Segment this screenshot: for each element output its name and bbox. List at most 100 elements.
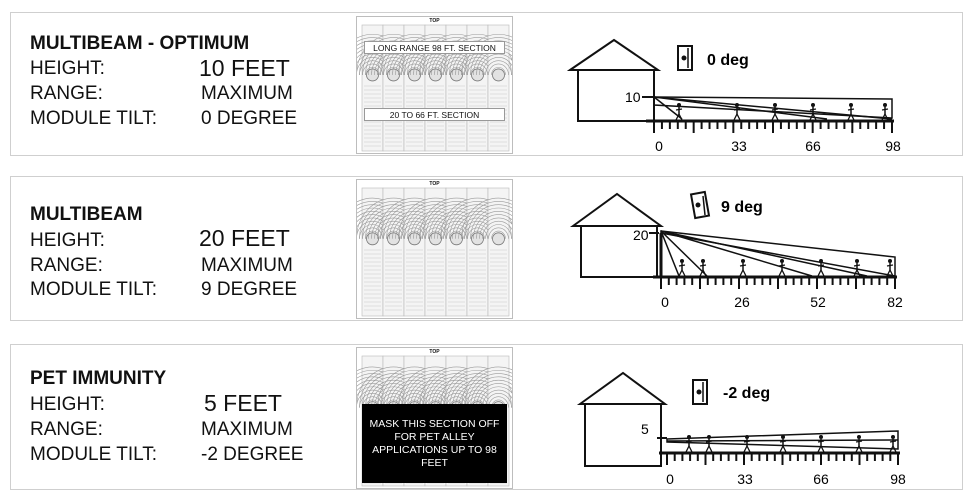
- range-value: MAXIMUM: [201, 255, 293, 276]
- coverage-diagram: -2 deg 5 0 33 66 98: [576, 371, 906, 487]
- house-body: [580, 225, 658, 278]
- x-tick-label: 26: [734, 294, 750, 310]
- walking-person-icon: [886, 259, 894, 277]
- tilt-deg-label: 0 deg: [707, 52, 749, 69]
- tilt-value: 0 DEGREE: [201, 108, 298, 129]
- beam-line: [660, 230, 680, 277]
- range-value: MAXIMUM: [201, 83, 293, 104]
- lens-top-label: TOP: [429, 349, 440, 355]
- house-body: [584, 403, 662, 467]
- x-tick-label: 98: [890, 471, 906, 487]
- walking-person-icon: [881, 103, 889, 121]
- x-tick-label: 33: [731, 138, 747, 154]
- lens-banner-upper: LONG RANGE 98 FT. SECTION: [364, 41, 505, 54]
- lens-top-label: TOP: [429, 18, 440, 24]
- walking-person-icon: [889, 435, 897, 453]
- x-tick-label: 0: [655, 138, 663, 154]
- walking-person-icon: [733, 103, 741, 121]
- range-label: RANGE:: [30, 255, 103, 276]
- beam-line: [653, 96, 828, 120]
- height-label: HEIGHT:: [30, 230, 105, 251]
- x-tick-label: 98: [885, 138, 901, 154]
- x-tick-label: 66: [813, 471, 829, 487]
- walking-person-icon: [817, 435, 825, 453]
- height-label: HEIGHT:: [30, 58, 105, 79]
- beam-zone: [653, 96, 893, 119]
- walking-person-icon: [685, 435, 693, 453]
- lens-banner-lower: 20 TO 66 FT. SECTION: [364, 108, 505, 121]
- walking-person-icon: [779, 435, 787, 453]
- detector-icon: [677, 45, 693, 71]
- panel-title: PET IMMUNITY: [30, 368, 167, 389]
- lens-segments: [357, 24, 512, 152]
- house-body: [577, 69, 655, 122]
- walking-person-icon: [771, 103, 779, 121]
- walk-figures: [678, 259, 894, 277]
- house-roof: [567, 38, 662, 71]
- walking-person-icon: [853, 259, 861, 277]
- coverage-diagram: 9 deg 20 0 26 52 82: [569, 190, 903, 310]
- tilt-value: 9 DEGREE: [201, 279, 298, 300]
- detector-icon: [692, 379, 708, 405]
- height-value: 10 FEET: [199, 55, 290, 81]
- walking-person-icon: [678, 259, 686, 277]
- x-tick-label: 82: [887, 294, 903, 310]
- lens-pattern: TOP MASK THIS SECTION OFF FOR PET ALLEY …: [356, 347, 513, 489]
- tilt-value: -2 DEGREE: [201, 444, 304, 465]
- ground-ruler: [659, 451, 900, 465]
- pet-alley-mask: MASK THIS SECTION OFF FOR PET ALLEY APPL…: [362, 404, 507, 483]
- walking-person-icon: [705, 435, 713, 453]
- panel-title: MULTIBEAM - OPTIMUM: [30, 33, 250, 54]
- x-tick-label: 52: [810, 294, 826, 310]
- range-label: RANGE:: [30, 83, 103, 104]
- walking-person-icon: [847, 103, 855, 121]
- tilt-label: MODULE TILT:: [30, 108, 158, 129]
- walking-person-icon: [809, 103, 817, 121]
- height-tick-label: 20: [633, 227, 649, 243]
- lens-top-label: TOP: [429, 181, 440, 187]
- lens-pattern: TOP LONG RANGE 98 FT. SECTION 20 TO 66 F…: [356, 16, 513, 154]
- x-tick-label: 0: [666, 471, 674, 487]
- height-tick-label: 5: [641, 421, 649, 437]
- walking-person-icon: [855, 435, 863, 453]
- x-tick-label: 33: [737, 471, 753, 487]
- height-value: 5 FEET: [204, 390, 282, 416]
- x-tick-label: 0: [661, 294, 669, 310]
- house-roof: [576, 371, 669, 405]
- beam-line: [660, 230, 708, 277]
- walk-figures: [675, 103, 889, 121]
- panel-pet-immunity: PET IMMUNITY HEIGHT: 5 FEET RANGE: MAXIM…: [10, 344, 963, 490]
- height-value: 20 FEET: [199, 225, 290, 251]
- beam-line: [660, 230, 868, 277]
- lens-column: [461, 187, 512, 317]
- walking-person-icon: [743, 435, 751, 453]
- beam-line: [653, 96, 683, 120]
- beam-line: [660, 230, 813, 277]
- lens-pattern: TOP: [356, 179, 513, 319]
- x-tick-label: 66: [805, 138, 821, 154]
- beam-zone: [660, 230, 896, 277]
- range-value: MAXIMUM: [201, 419, 293, 440]
- height-tick-label: 10: [625, 89, 641, 105]
- panel-multibeam: MULTIBEAM HEIGHT: 20 FEET RANGE: MAXIMUM…: [10, 176, 963, 321]
- walking-person-icon: [778, 259, 786, 277]
- walking-person-icon: [817, 259, 825, 277]
- detector-icon: [689, 190, 711, 220]
- tilt-deg-label: 9 deg: [721, 199, 763, 216]
- panel-title: MULTIBEAM: [30, 204, 143, 225]
- beam-line: [653, 96, 893, 120]
- walking-person-icon: [699, 259, 707, 277]
- panel-multibeam-optimum: MULTIBEAM - OPTIMUM HEIGHT: 10 FEET RANG…: [10, 12, 963, 156]
- house-roof: [569, 192, 665, 227]
- lens-segments: [357, 187, 512, 317]
- ground-ruler: [646, 119, 894, 133]
- range-label: RANGE:: [30, 419, 103, 440]
- height-label: HEIGHT:: [30, 394, 105, 415]
- walk-figures: [685, 435, 897, 453]
- ground-ruler: [653, 233, 897, 289]
- tilt-label: MODULE TILT:: [30, 444, 158, 465]
- tilt-deg-label: -2 deg: [723, 385, 770, 402]
- tilt-label: MODULE TILT:: [30, 279, 158, 300]
- walking-person-icon: [675, 103, 683, 121]
- coverage-diagram: 0 deg 10 0 33 66 98: [567, 38, 901, 154]
